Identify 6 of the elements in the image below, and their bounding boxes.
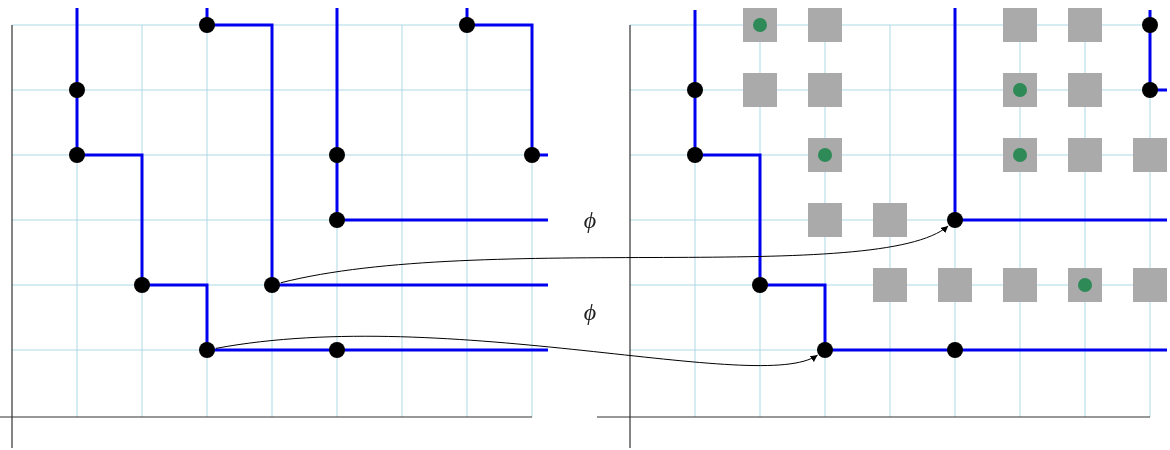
lattice-point	[947, 212, 963, 228]
lattice-point	[264, 277, 280, 293]
lattice-point	[817, 342, 833, 358]
lattice-point	[199, 342, 215, 358]
arrow	[280, 225, 949, 284]
arrow	[215, 336, 819, 366]
